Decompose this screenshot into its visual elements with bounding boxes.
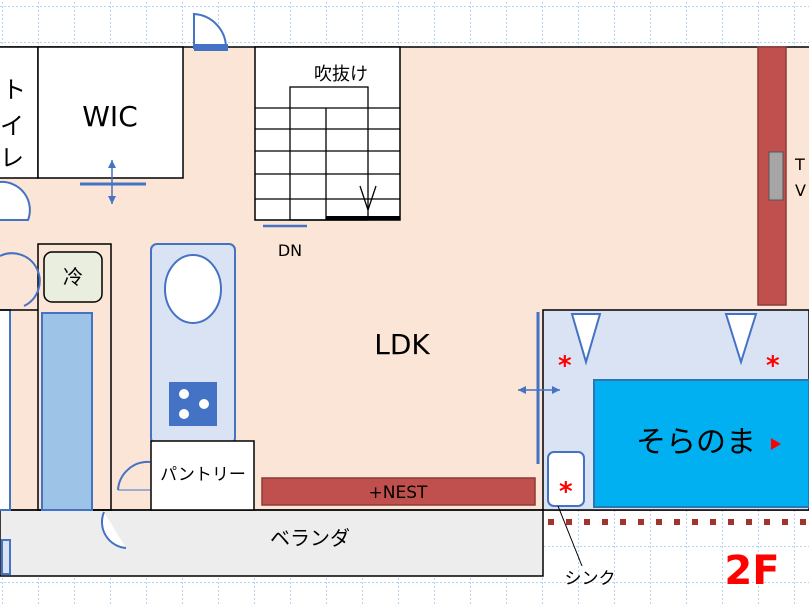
balcony-label: ベランダ [270, 526, 350, 550]
tv-unit [768, 151, 784, 201]
sink-bowl [164, 254, 222, 324]
wic-label: WIC [82, 100, 138, 133]
burner-3 [179, 409, 189, 419]
toilet-label-3: レ [0, 144, 24, 172]
left-room-edge [0, 309, 11, 511]
toilet-label-1: ト [2, 76, 26, 104]
pantry [150, 440, 255, 511]
stairs-down-label: DN [278, 241, 302, 260]
nest-label: +NEST [369, 483, 428, 503]
pantry-door-arc [117, 460, 151, 491]
balcony-door-arc [101, 511, 127, 549]
asterisk-mark-1: * [558, 351, 572, 381]
sora-label: そらのま [636, 425, 756, 460]
stairs-arrow-icon [359, 185, 377, 213]
cooktop [169, 382, 217, 426]
nest-bench [261, 477, 536, 506]
pendant-light-left [570, 313, 602, 366]
pendant-light-right [724, 313, 758, 366]
tv-label-v: V [795, 181, 806, 200]
small-sink [547, 451, 585, 507]
arrow-up-icon [108, 160, 116, 168]
arrow-left-icon [518, 386, 526, 394]
back-counter [41, 312, 93, 511]
wic-room [37, 46, 184, 179]
sink-label: シンク [565, 569, 616, 589]
floor-label: 2F [724, 548, 779, 594]
left-fence-post [1, 539, 11, 575]
balcony-area [0, 509, 544, 577]
sink-leader-line [557, 505, 583, 567]
fridge-label: 冷 [63, 265, 83, 289]
ldk-label: LDK [374, 328, 430, 361]
tv-label-t: T [794, 155, 805, 174]
arrow-right-icon [552, 386, 560, 394]
left-door-arc [0, 252, 41, 307]
asterisk-mark-3: * [559, 477, 573, 507]
burner-2 [199, 399, 209, 409]
burner-1 [179, 389, 189, 399]
toilet-door-arc [0, 180, 31, 221]
toilet-label-2: イ [0, 112, 24, 140]
pantry-label: パントリー [160, 465, 246, 485]
stairwell-label: 吹抜け [314, 64, 368, 85]
stairwell [254, 46, 401, 221]
toilet-room [0, 46, 39, 179]
stairs [255, 86, 400, 221]
arrow-down-icon [108, 196, 116, 204]
fridge [43, 251, 103, 303]
entry-door-panel [194, 44, 228, 51]
asterisk-mark-2: * [766, 351, 780, 381]
play-arrow-icon [771, 438, 781, 450]
